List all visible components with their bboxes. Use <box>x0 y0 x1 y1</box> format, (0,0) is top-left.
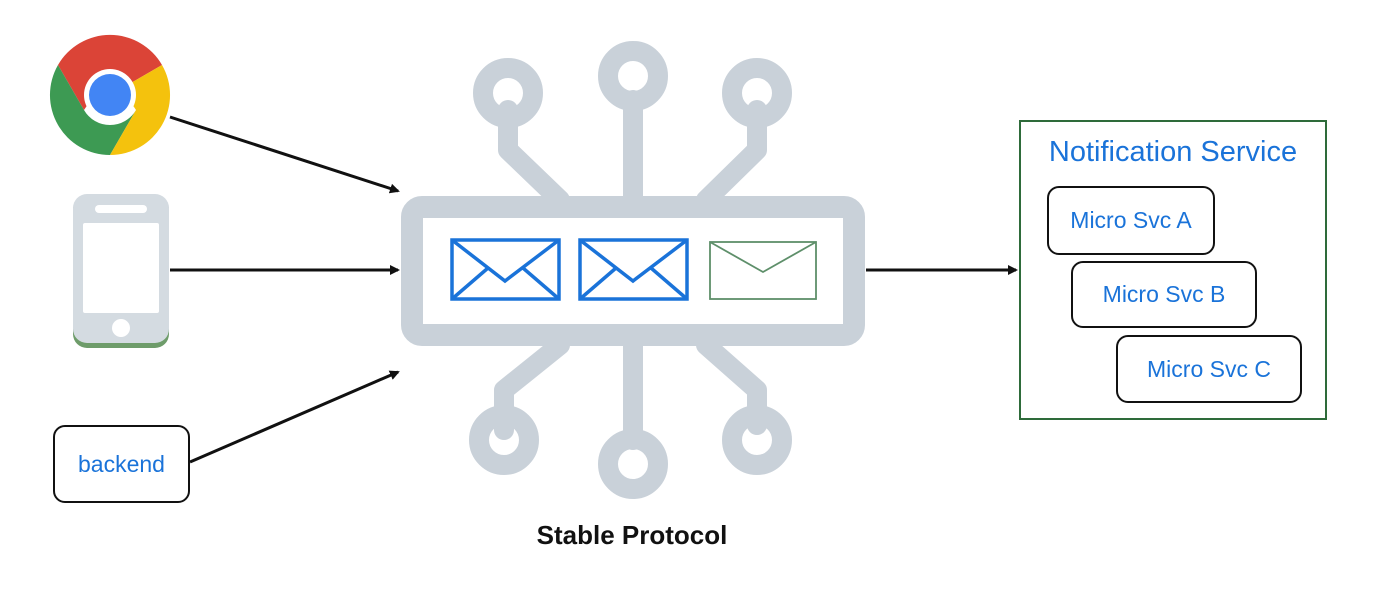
micro-service-b-label: Micro Svc B <box>1102 281 1226 307</box>
mobile-phone-icon <box>73 194 169 348</box>
micro-service-b-box: Micro Svc B <box>1071 261 1257 328</box>
micro-service-c-box: Micro Svc C <box>1116 335 1302 403</box>
arrow-browser-to-hub <box>169 115 400 194</box>
envelope-icon <box>578 238 689 301</box>
hub-caption: Stable Protocol <box>536 519 728 550</box>
envelope-icon <box>450 238 561 301</box>
micro-service-a-box: Micro Svc A <box>1047 186 1215 255</box>
micro-service-c-label: Micro Svc C <box>1147 355 1271 382</box>
micro-service-a-label: Micro Svc A <box>1070 207 1192 233</box>
notification-service-title: Notification Service <box>1048 135 1298 168</box>
backend-node <box>53 425 190 503</box>
envelope-icon <box>709 241 817 300</box>
circuit-hub-icon <box>401 41 865 499</box>
backend-label: backend <box>78 450 165 477</box>
chrome-icon <box>49 34 171 156</box>
message-queue <box>450 238 817 301</box>
arrow-backend-to-hub <box>189 370 400 464</box>
